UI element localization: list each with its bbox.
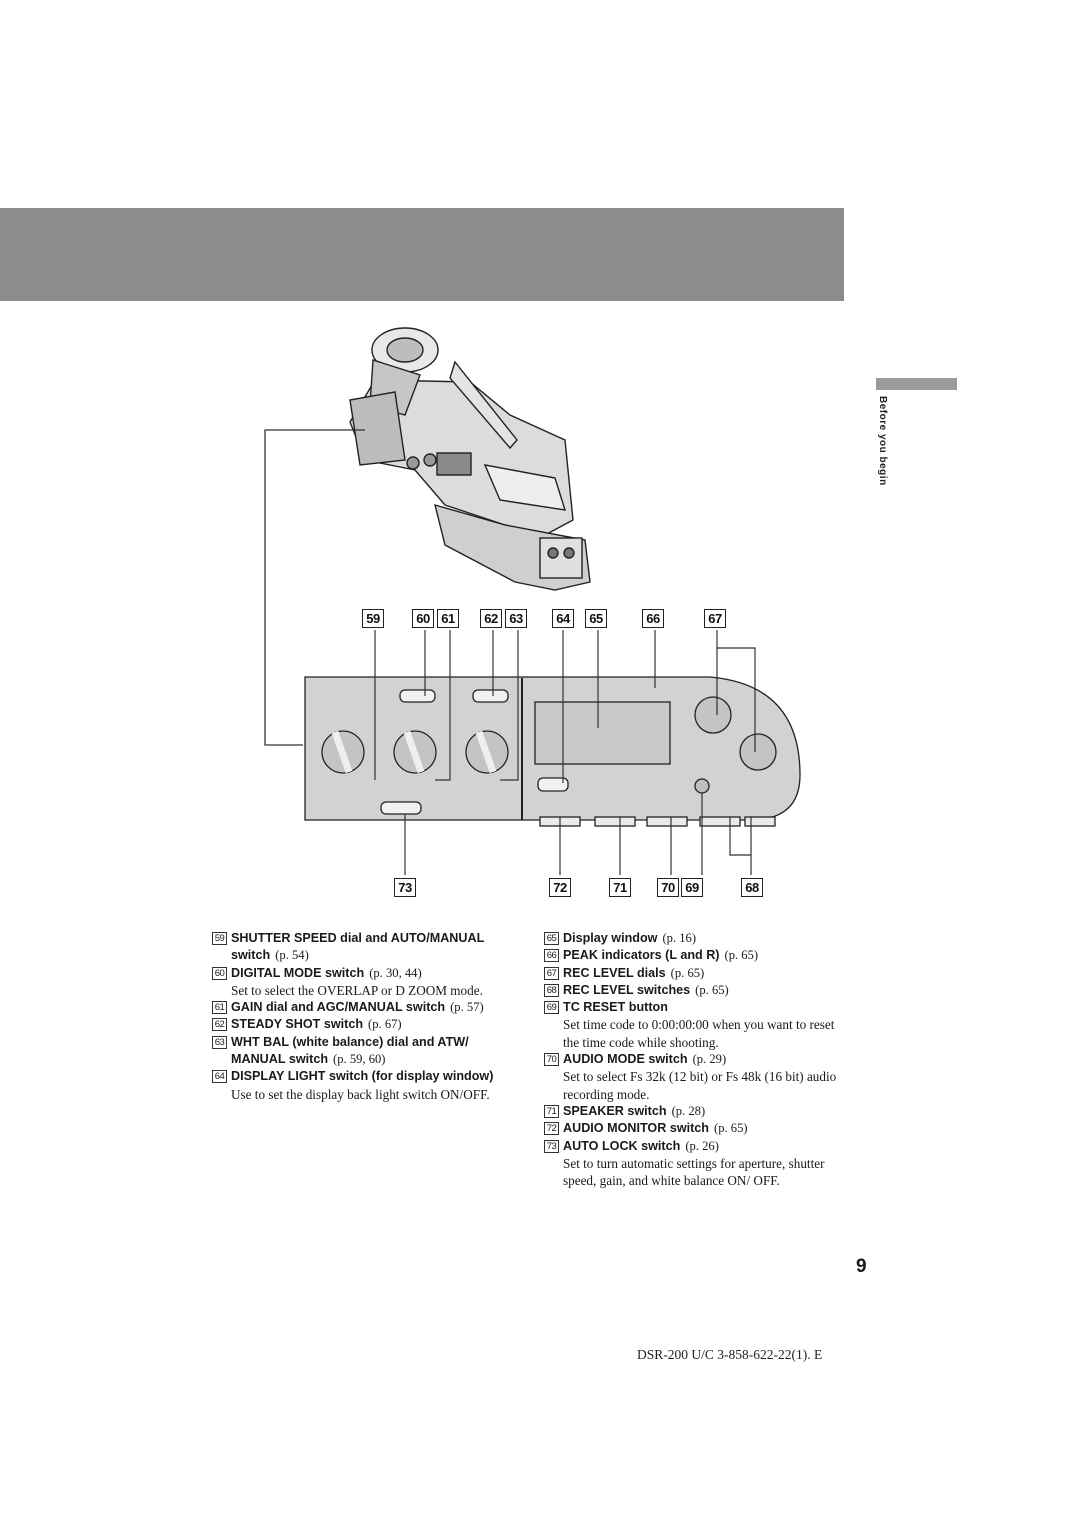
section-side-label: Before you begin <box>877 396 888 486</box>
legend-name: DISPLAY LIGHT switch (for display window… <box>231 1069 494 1084</box>
legend-description: Set time code to 0:00:00:00 when you wan… <box>563 1017 835 1050</box>
callout-64: 64 <box>552 609 574 628</box>
legend-ref: (p. 67) <box>368 1017 402 1032</box>
legend-item-64: 64 DISPLAY LIGHT switch (for display win… <box>212 1068 520 1103</box>
legend-ref: (p. 65) <box>724 948 759 963</box>
legend-ref: (p. 30, 44) <box>369 965 422 980</box>
legend-ref: (p. 65) <box>695 982 729 997</box>
legend-number: 72 <box>544 1122 559 1136</box>
legend-number: 70 <box>544 1053 559 1067</box>
legend-ref: (p. 65) <box>714 1121 748 1136</box>
legend-description: Use to set the display back light switch… <box>231 1086 490 1102</box>
legend-number: 67 <box>544 966 559 980</box>
legend-name: AUDIO MODE switch <box>563 1052 688 1067</box>
legend-number: 71 <box>544 1104 559 1118</box>
legend-item-66: 66 PEAK indicators (L and R) (p. 65) <box>544 947 844 964</box>
legend-item-72: 72 AUDIO MONITOR switch (p. 65) <box>544 1120 844 1137</box>
legend-name: AUTO LOCK switch <box>563 1138 681 1153</box>
section-header-band <box>0 208 844 301</box>
legend-name: GAIN dial and AGC/MANUAL switch <box>231 1000 446 1015</box>
callout-61: 61 <box>437 609 459 628</box>
legend-name: REC LEVEL dials <box>563 965 666 980</box>
callout-63: 63 <box>505 609 527 628</box>
legend-name: STEADY SHOT switch <box>231 1017 364 1032</box>
camcorder-illustration <box>349 327 591 591</box>
legend-name: REC LEVEL switches <box>563 982 691 997</box>
callout-66: 66 <box>642 609 664 628</box>
legend-name: SHUTTER SPEED dial and AUTO/MANUAL switc… <box>231 931 485 963</box>
footer-model-code: DSR-200 U/C 3-858-622-22(1). E <box>637 1347 823 1362</box>
callout-62: 62 <box>480 609 502 628</box>
legend-description: Set to select Fs 32k (12 bit) or Fs 48k … <box>563 1069 837 1102</box>
legend-number: 60 <box>212 966 227 980</box>
legend-item-68: 68 REC LEVEL switches (p. 65) <box>544 982 844 999</box>
legend-ref: (p. 26) <box>685 1138 719 1153</box>
legend-ref: (p. 57) <box>450 1000 484 1015</box>
legend-number: 62 <box>212 1018 227 1032</box>
legend-ref: (p. 28) <box>671 1103 706 1118</box>
legend-ref: (p. 29) <box>692 1052 727 1067</box>
legend-ref: (p. 59, 60) <box>333 1052 386 1067</box>
legend-number: 63 <box>212 1035 227 1049</box>
section-tab <box>876 378 957 390</box>
legend-number: 73 <box>544 1139 559 1153</box>
legend-number: 59 <box>212 932 227 945</box>
callout-72: 72 <box>549 878 571 897</box>
legend-name: AUDIO MONITOR switch <box>563 1121 710 1136</box>
legend-name: DIGITAL MODE switch <box>231 965 365 980</box>
legend-item-63: 63 WHT BAL (white balance) dial and ATW/… <box>212 1034 520 1069</box>
legend-ref: (p. 54) <box>275 948 309 963</box>
legend-number: 69 <box>544 1001 559 1015</box>
legend-description: Set to select the OVERLAP or D ZOOM mode… <box>231 982 483 998</box>
legend-number: 66 <box>544 949 559 963</box>
legend-name: WHT BAL (white balance) dial and ATW/ MA… <box>231 1034 469 1067</box>
legend-number: 65 <box>544 932 559 945</box>
callout-69: 69 <box>681 878 703 897</box>
legend-number: 61 <box>212 1001 227 1015</box>
callout-73: 73 <box>394 878 416 897</box>
legend-item-73: 73 AUTO LOCK switch (p. 26) Set to turn a… <box>544 1138 844 1190</box>
legend-ref: (p. 65) <box>670 965 705 980</box>
callout-59: 59 <box>362 609 384 628</box>
callout-60: 60 <box>412 609 434 628</box>
callout-68: 68 <box>741 878 763 897</box>
legend-right-column: 65 Display window (p. 16) 66 PEAK indicat… <box>544 930 844 1189</box>
legend-item-69: 69 TC RESET button Set time code to 0:00… <box>544 999 844 1051</box>
legend-left-column: 59 SHUTTER SPEED dial and AUTO/MANUAL sw… <box>212 930 520 1103</box>
legend-item-65: 65 Display window (p. 16) <box>544 930 844 947</box>
legend-item-62: 62 STEADY SHOT switch (p. 67) <box>212 1016 520 1033</box>
legend-name: PEAK indicators (L and R) <box>563 948 720 963</box>
callout-65: 65 <box>585 609 607 628</box>
legend-name: SPEAKER switch <box>563 1103 667 1118</box>
legend-name: Display window <box>563 931 658 945</box>
legend-item-61: 61 GAIN dial and AGC/MANUAL switch (p. 57… <box>212 999 520 1016</box>
legend-name: TC RESET button <box>563 1000 668 1015</box>
legend-number: 64 <box>212 1070 227 1084</box>
legend-number: 68 <box>544 983 559 997</box>
callout-71: 71 <box>609 878 631 897</box>
legend-item-70: 70 AUDIO MODE switch (p. 29) Set to selec… <box>544 1051 844 1103</box>
legend-ref: (p. 16) <box>662 931 697 945</box>
callout-67: 67 <box>704 609 726 628</box>
callout-70: 70 <box>657 878 679 897</box>
legend-item-59: 59 SHUTTER SPEED dial and AUTO/MANUAL sw… <box>212 930 520 965</box>
page-number: 9 <box>856 1256 867 1277</box>
legend-item-60: 60 DIGITAL MODE switch (p. 30, 44) Set to… <box>212 965 520 1000</box>
camcorder-panel-figure: 59 60 61 62 63 64 65 66 67 73 72 71 70 6… <box>255 320 815 905</box>
legend-description: Set to turn automatic settings for apert… <box>563 1155 825 1189</box>
control-panel <box>304 676 801 827</box>
legend-item-71: 71 SPEAKER switch (p. 28) <box>544 1103 844 1120</box>
legend-item-67: 67 REC LEVEL dials (p. 65) <box>544 965 844 982</box>
